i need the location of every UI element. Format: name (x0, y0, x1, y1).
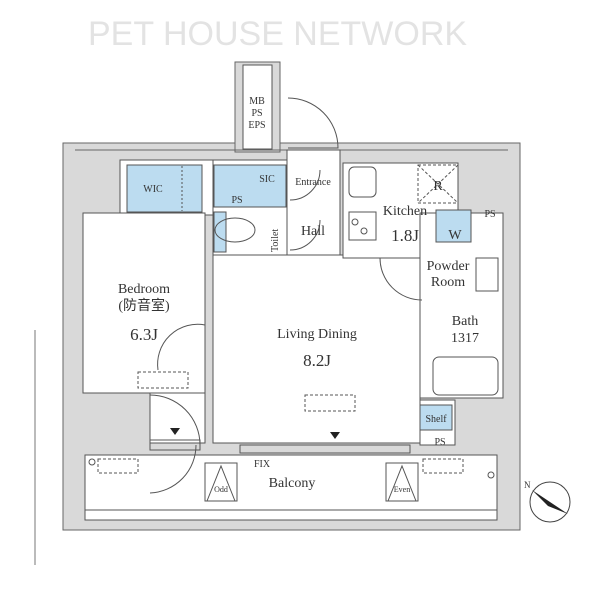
watermark: PET HOUSE NETWORK (88, 15, 467, 53)
mb-label: MB (249, 96, 265, 107)
ps-shelf-label: PS (434, 437, 445, 448)
sic-area (213, 164, 287, 208)
refrigerator-label: R (433, 179, 443, 194)
fix-label: FIX (254, 459, 271, 470)
toilet-icon (214, 217, 256, 243)
sink-icon (348, 166, 377, 198)
washer-area (435, 209, 472, 243)
wic-area (126, 164, 203, 213)
bathtub-icon (432, 356, 499, 396)
even-hatch (385, 462, 419, 502)
washer-label: W (448, 228, 462, 243)
powder-label: Powder (427, 259, 470, 274)
room-label: Room (431, 275, 465, 290)
bath-size: 1317 (451, 331, 479, 346)
bedroom-window (149, 439, 201, 451)
living-dining (212, 254, 421, 444)
sic-label: SIC (259, 174, 275, 185)
balcony (84, 454, 498, 521)
interior (82, 64, 504, 521)
entrance-door (287, 97, 339, 149)
shelf-area (419, 404, 453, 431)
odd-label: Odd (214, 485, 228, 494)
toilet-label: Toilet (270, 229, 281, 252)
shelf-label: Shelf (425, 414, 447, 425)
living-dining-label: Living Dining (277, 327, 357, 342)
ps-kitchen-label: PS (484, 209, 495, 220)
balcony-door-bedroom (149, 394, 201, 446)
refrigerator-space (417, 164, 459, 204)
bedroom-door (157, 323, 206, 371)
kitchen-size: 1.8J (391, 226, 419, 245)
bedroom-label: Bedroom (118, 282, 170, 297)
powder-bath (419, 212, 504, 399)
kitchen-door (379, 257, 423, 301)
entrance-hall (286, 149, 341, 259)
mb-ps-eps-shaft (242, 64, 273, 150)
compass-icon: N (524, 480, 571, 523)
living-window (239, 444, 411, 454)
bedroom-size: 6.3J (130, 325, 158, 344)
bath-label: Bath (452, 314, 478, 329)
compass-north-label: N (524, 480, 531, 490)
balcony-label: Balcony (269, 476, 316, 491)
entrance-label: Entrance (295, 177, 331, 188)
living-size: 8.2J (303, 351, 331, 370)
hall-label: Hall (301, 224, 325, 239)
storage (126, 164, 472, 431)
ps-toilet-label: PS (231, 195, 242, 206)
bedroom-note: (防音室) (118, 297, 170, 314)
odd-hatch (204, 462, 238, 502)
stove-icon (348, 211, 377, 241)
even-label: Even (394, 485, 410, 494)
ps-label: PS (251, 108, 262, 119)
kitchen-label: Kitchen (383, 204, 427, 219)
wic-label: WIC (143, 184, 163, 195)
bedroom (82, 212, 206, 394)
eps-label: EPS (248, 120, 265, 131)
vanity-icon (475, 257, 499, 292)
